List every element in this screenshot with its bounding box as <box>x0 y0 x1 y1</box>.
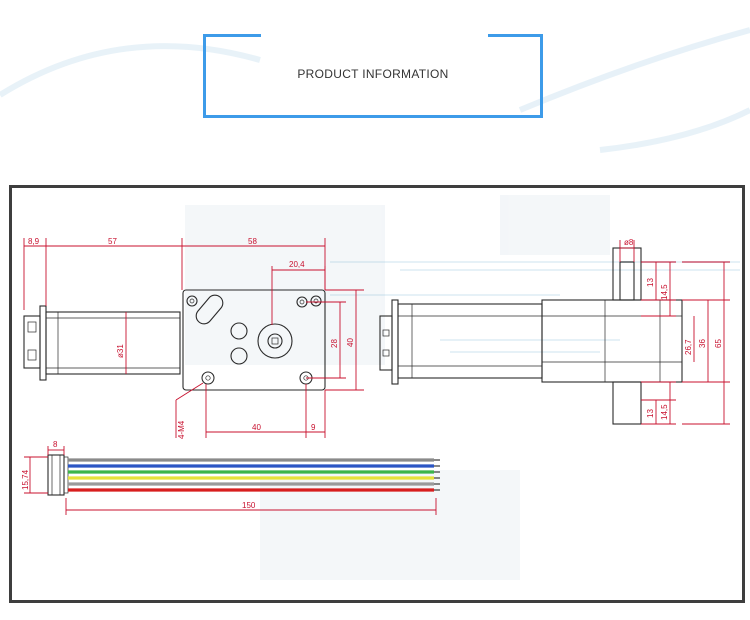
dim-40-horizontal: 40 <box>252 423 261 432</box>
dim-13-top: 13 <box>646 278 655 287</box>
motor-slot <box>195 294 224 325</box>
dim-28: 28 <box>330 339 339 348</box>
shaft-key <box>619 261 635 301</box>
page-title: PRODUCT INFORMATION <box>297 67 449 81</box>
gearbox-plate <box>182 289 326 391</box>
dim-36: 36 <box>698 339 707 348</box>
harness-dimensions: 8 15,74 150 <box>21 440 437 515</box>
dim-phi8: ø8 <box>624 238 634 247</box>
dim-phi31: ø31 <box>116 344 125 358</box>
side-connector <box>379 315 393 371</box>
motor-front-view <box>23 289 326 391</box>
shaft-top <box>612 247 642 301</box>
drawing-frame <box>9 185 745 603</box>
mounting-hole <box>201 371 215 385</box>
side-gearbox <box>541 299 683 383</box>
harness-connector <box>47 454 65 496</box>
front-view-dimensions: 8,9 57 58 20,4 ø31 28 40 40 9 4-M4 <box>23 237 364 439</box>
title-box: PRODUCT INFORMATION <box>203 34 543 118</box>
dim-15-74: 15,74 <box>21 469 30 490</box>
dim-13-bottom: 13 <box>646 409 655 418</box>
dim-57: 57 <box>108 237 117 246</box>
dim-40-vertical: 40 <box>346 338 355 347</box>
dim-150: 150 <box>242 501 256 510</box>
motor-side-view <box>379 247 683 425</box>
dim-26-7: 26,7 <box>684 339 693 355</box>
dim-4-m4: 4-M4 <box>177 420 186 439</box>
side-end-cap <box>391 299 399 385</box>
motor-end-cap <box>39 305 47 381</box>
dim-65: 65 <box>714 339 723 348</box>
output-shaft-boss <box>257 323 293 359</box>
dim-8-width: 8 <box>53 440 58 449</box>
mounting-hole <box>296 296 308 308</box>
gear-hole <box>230 347 248 365</box>
shaft-bottom <box>612 381 642 425</box>
side-motor-body <box>397 303 543 379</box>
output-shaft <box>267 333 283 349</box>
side-view-dimensions: ø8 13 14,5 26,7 36 65 13 14,5 <box>619 238 730 425</box>
wire-harness <box>47 454 440 496</box>
dim-14-5-top: 14,5 <box>660 284 669 300</box>
dim-8-9: 8,9 <box>28 237 40 246</box>
dim-9: 9 <box>311 423 316 432</box>
dim-20-4: 20,4 <box>289 260 305 269</box>
gear-hole <box>230 322 248 340</box>
motor-body <box>45 311 181 375</box>
dim-58: 58 <box>248 237 257 246</box>
mounting-hole <box>310 295 322 307</box>
mounting-hole <box>186 295 198 307</box>
dim-14-5-bottom: 14,5 <box>660 404 669 420</box>
